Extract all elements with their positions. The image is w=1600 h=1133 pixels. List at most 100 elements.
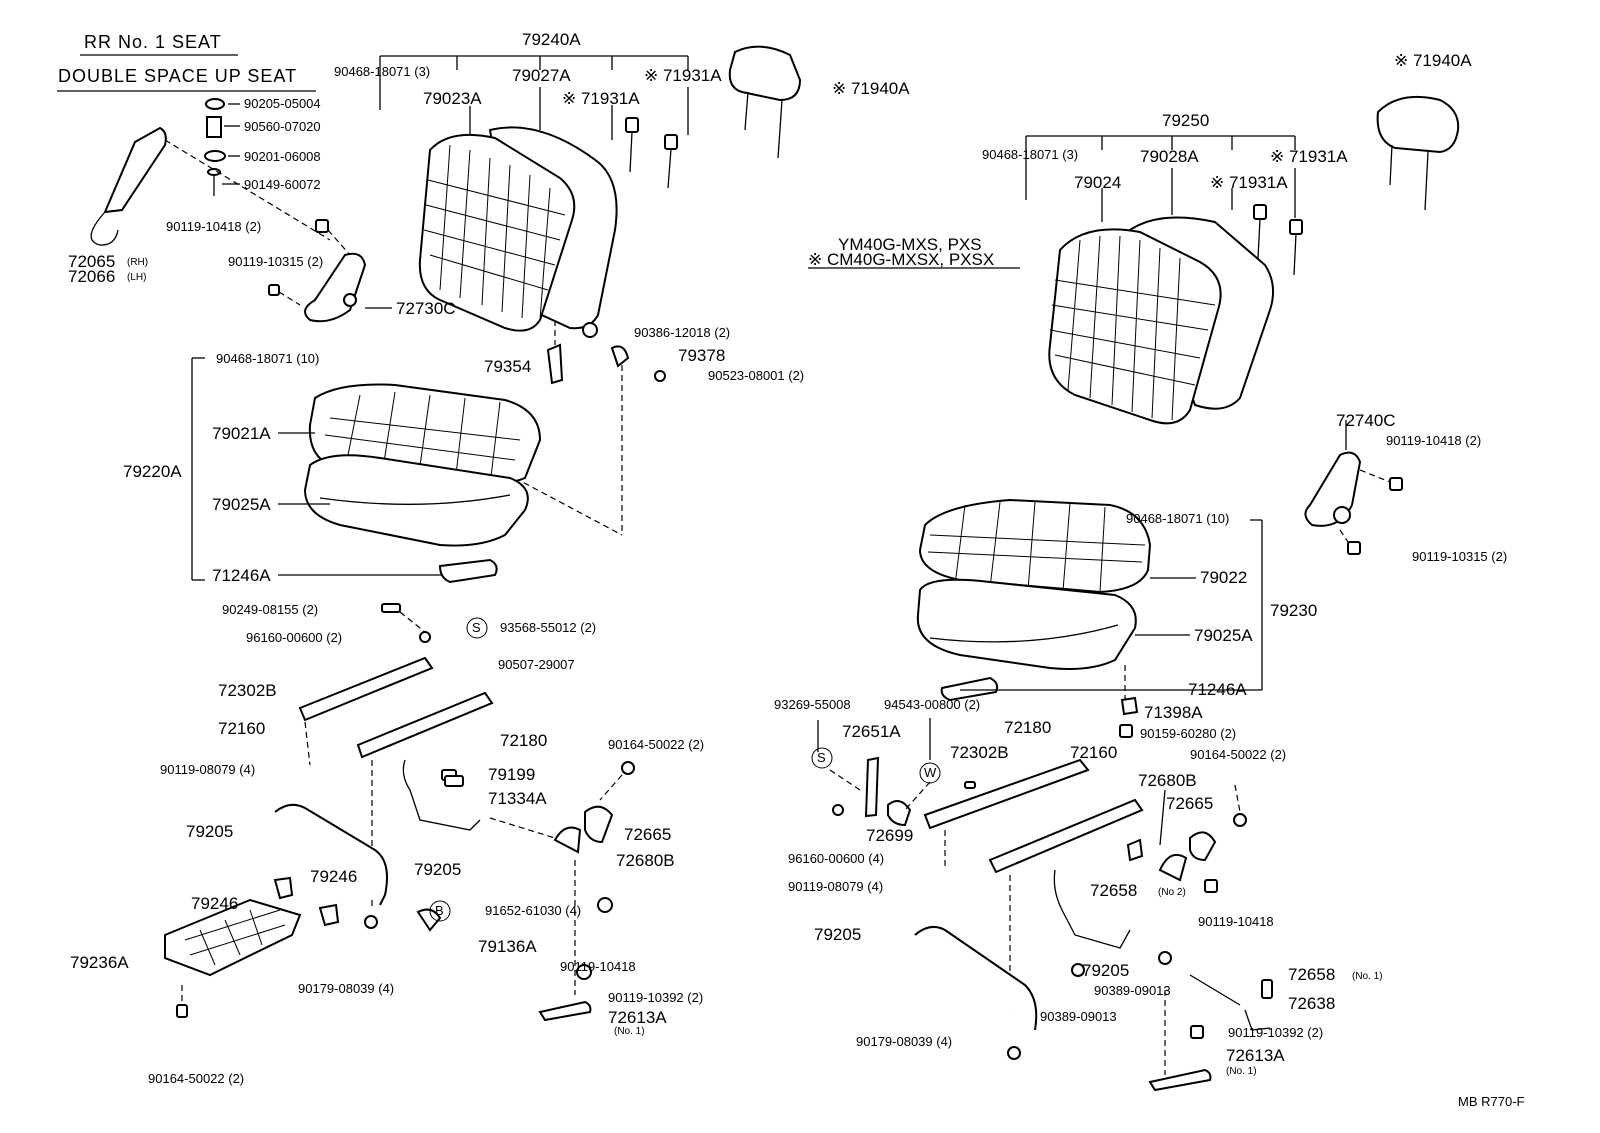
part-label: ※ 71931A	[1210, 173, 1288, 192]
part-label: 79205	[414, 860, 462, 879]
right-seat-rails	[923, 758, 1144, 1010]
right-headrest-guides	[1253, 204, 1303, 276]
part-label: 90201-06008	[244, 149, 321, 164]
part-label: 90119-10418	[560, 959, 636, 974]
part-label: 79220A	[123, 462, 182, 481]
left-seat-rails	[298, 603, 494, 910]
part-label: 72665	[624, 825, 672, 844]
title-line-1: RR No. 1 SEAT	[84, 32, 222, 52]
part-label: 72160	[1070, 743, 1118, 762]
part-label: 79023A	[423, 89, 482, 108]
part-label: 79240A	[522, 30, 581, 49]
part-label: 79199	[488, 765, 536, 784]
part-label: 79250	[1162, 111, 1210, 130]
part-label: 79246	[310, 867, 358, 886]
part-label: 72680B	[616, 851, 675, 870]
left-seat-cushion	[303, 383, 542, 584]
part-label: 72302B	[218, 681, 277, 700]
part-label: 90179-08039 (4)	[298, 981, 395, 996]
part-label: 79236A	[70, 953, 129, 972]
part-label: 72740C	[1336, 411, 1396, 430]
part-label: 90205-05004	[244, 96, 321, 111]
part-label: 90119-10392 (2)	[1228, 1025, 1324, 1040]
part-label: 71246A	[212, 566, 271, 585]
part-label: 71246A	[1188, 680, 1247, 699]
part-label: 93269-55008	[774, 697, 851, 712]
right-headrest	[1376, 95, 1460, 211]
part-label: 79025A	[212, 495, 271, 514]
right-back-bracket	[1025, 135, 1296, 222]
left-back-bracket	[379, 55, 689, 140]
part-label: 72302B	[950, 743, 1009, 762]
right-seat-back	[1048, 216, 1275, 425]
right-hinge	[1304, 420, 1403, 555]
part-label: 90149-60072	[244, 177, 321, 192]
marker-b-left: B	[435, 903, 444, 918]
part-label: 90164-50022 (2)	[1190, 747, 1287, 762]
right-frame-parts	[914, 869, 1273, 1092]
part-label: 72065	[68, 252, 116, 271]
part-label: 90560-07020	[244, 119, 321, 134]
part-label: 90119-10315 (2)	[228, 254, 324, 269]
part-label: 79028A	[1140, 147, 1199, 166]
part-label: 79022	[1200, 568, 1248, 587]
left-headrest	[728, 45, 802, 159]
part-label: 79205	[1082, 961, 1130, 980]
right-latch-parts	[817, 718, 931, 827]
left-headrest-guides	[625, 117, 678, 189]
left-small-parts	[204, 98, 240, 196]
part-label: ※ 71931A	[644, 66, 722, 85]
marker-s-right: S	[817, 750, 826, 765]
footer-code: MB R770-F	[1458, 1094, 1525, 1109]
part-label: 72658	[1288, 965, 1336, 984]
right-seat-cushion	[916, 498, 1152, 702]
part-label: 72180	[1004, 718, 1052, 737]
models-line-2: ※ CM40G-MXSX, PXSX	[808, 250, 995, 269]
part-label: 72613A	[608, 1008, 667, 1027]
left-back-brackets	[514, 320, 666, 536]
marker-w-right: W	[924, 765, 937, 780]
part-label: 72160	[218, 719, 266, 738]
part-label: 90119-10418 (2)	[1386, 433, 1482, 448]
part-label: 72638	[1288, 994, 1336, 1013]
part-label: 79246	[191, 894, 239, 913]
part-label: 71398A	[1144, 703, 1203, 722]
part-label: 90119-10392 (2)	[608, 990, 704, 1005]
left-tray	[164, 876, 340, 1018]
left-frame-parts	[274, 759, 635, 906]
part-label: 90179-08039 (4)	[856, 1034, 953, 1049]
part-label: 90468-18071 (10)	[216, 351, 320, 366]
part-label: ※ 71940A	[832, 79, 910, 98]
part-label: ※ 71931A	[562, 89, 640, 108]
part-label: 90119-10418	[1198, 914, 1274, 929]
part-label: 90249-08155 (2)	[222, 602, 319, 617]
part-label: 79025A	[1194, 626, 1253, 645]
marker-s-left: S	[472, 620, 481, 635]
left-hinge	[268, 219, 392, 323]
part-label: 90389-09013	[1094, 983, 1171, 998]
part-label: (No. 1)	[1226, 1066, 1257, 1077]
part-label: (RH)	[127, 257, 149, 268]
left-seat-back	[418, 126, 618, 332]
part-label: 72651A	[842, 722, 901, 741]
part-label: 94543-00800 (2)	[884, 697, 981, 712]
part-label: 96160-00600 (4)	[788, 851, 885, 866]
part-label: (LH)	[127, 272, 147, 283]
part-label: 72730C	[396, 299, 456, 318]
part-label: 72180	[500, 731, 548, 750]
right-cushion-bracket	[960, 519, 1263, 700]
part-label: 90119-10315 (2)	[1412, 549, 1508, 564]
part-label: 79021A	[212, 424, 271, 443]
part-label: 90389-09013	[1040, 1009, 1117, 1024]
part-label: (No. 1)	[614, 1026, 645, 1037]
part-label: 72699	[866, 826, 914, 845]
part-label: 96160-00600 (2)	[246, 630, 343, 645]
part-label: 90468-18071 (10)	[1126, 511, 1230, 526]
part-label: 72658	[1090, 881, 1138, 900]
part-label: (No. 1)	[1352, 971, 1383, 982]
part-label: 90119-08079 (4)	[788, 879, 884, 894]
part-label: 79136A	[478, 937, 537, 956]
part-label: 79024	[1074, 173, 1122, 192]
